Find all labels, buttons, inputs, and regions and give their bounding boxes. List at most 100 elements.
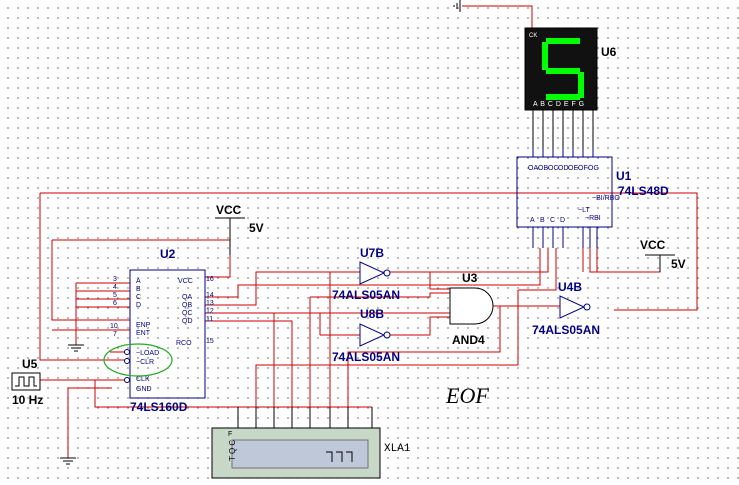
wire-rbo-loop	[40, 192, 698, 311]
ground-icon-1	[68, 344, 84, 352]
vcc1-voltage: 5V	[249, 221, 264, 235]
display-ref: U6	[601, 45, 617, 59]
highlight-ellipse	[103, 343, 173, 377]
analyzer-top-label: F	[228, 431, 232, 438]
logic-analyzer[interactable]: T Q C F XLA1	[211, 407, 411, 479]
segment-a	[546, 38, 580, 44]
wires	[39, 5, 698, 458]
wire-qd	[205, 320, 293, 407]
decoder-bottom-pin-3: D	[560, 217, 565, 224]
vcc2-label: VCC	[640, 238, 666, 252]
wire-qb	[205, 248, 549, 306]
vcc1-label: VCC	[216, 203, 242, 217]
counter-part: 74LS160D	[130, 400, 188, 414]
u4b-ref: U4B	[558, 280, 582, 294]
wire-u8b-out	[390, 316, 450, 336]
wire-display-ck	[462, 5, 533, 28]
ground-symbols	[60, 0, 461, 465]
counter-num-3: 3	[113, 276, 117, 283]
analyzer-side-labels: T Q C	[228, 440, 237, 461]
decoder-top-pin-0: OA	[528, 165, 538, 172]
wire-and-in1	[310, 292, 450, 298]
and-part: AND4	[452, 333, 485, 347]
counter-74ls160d[interactable]: U2 74LS160D A B C D ENP ENT ~LOAD ~CLR C…	[103, 247, 214, 414]
counter-pin-load: ~LOAD	[136, 350, 159, 357]
counter-pin-d: D	[136, 302, 141, 309]
wire-clk-to-analyzer	[94, 380, 372, 408]
vcc2-symbol	[645, 254, 675, 272]
decoder-bottom-pin-0: A	[530, 217, 535, 224]
decoder-top-pin-3: OD	[558, 165, 569, 172]
wire-u7b-out	[390, 271, 450, 290]
decoder-top-pin-2: OC	[548, 165, 559, 172]
decoder-ref: U1	[616, 169, 632, 183]
counter-num-7: 7	[113, 331, 117, 338]
wire-vcc1-line	[52, 239, 231, 255]
u7b-part: 74ALS05AN	[332, 288, 400, 302]
counter-pin-a: A	[136, 278, 141, 285]
counter-num-15: 15	[206, 338, 214, 345]
vcc-source-1[interactable]: VCC 5V	[215, 203, 264, 255]
counter-pin-vcc: VCC	[178, 278, 193, 285]
wire-qa	[205, 248, 541, 298]
clock-source[interactable]: U5 10 Hz	[11, 357, 43, 407]
decoder-bottom-pin-2: C	[550, 217, 555, 224]
counter-pin-b: B	[136, 286, 141, 293]
display-ck-label: CK	[529, 33, 537, 39]
analyzer-trace	[326, 451, 353, 462]
u8b-ref: U8B	[360, 307, 384, 321]
wire-vcc-counter	[205, 255, 231, 278]
decoder-part: 74LS48D	[618, 184, 669, 198]
decoder-top-pin-5: OF	[578, 165, 588, 172]
inverter-u4b[interactable]: U4B 74ALS05AN	[532, 280, 600, 337]
and-ref: U3	[462, 271, 478, 285]
ground-icon-3	[453, 0, 461, 12]
counter-num-12: 12	[206, 308, 214, 315]
counter-pin-enp: ENP	[136, 322, 151, 329]
counter-num-10: 10	[110, 323, 118, 330]
wire-qc	[205, 312, 275, 407]
wire-gnd	[67, 387, 112, 458]
decoder-top-pin-4: OE	[568, 165, 578, 172]
counter-num-4: 4	[113, 284, 117, 291]
segment-d	[546, 94, 580, 100]
counter-pin-clr: ~CLR	[136, 359, 154, 366]
counter-pin-c: C	[136, 294, 141, 301]
analyzer-ref: XLA1	[384, 443, 411, 455]
counter-pin-qc: QC	[182, 310, 193, 317]
counter-pin-gnd: GND	[136, 386, 152, 393]
counter-num-14: 14	[206, 292, 214, 299]
decoder-74ls48d[interactable]: OA OB OC OD OE OF OG ~LT ~RBI ~BI/RBO A …	[516, 148, 669, 248]
clock-wave-icon	[15, 376, 37, 387]
inverter-u8b[interactable]: U8B 74ALS05AN	[332, 307, 400, 364]
decoder-pin-stubs	[532, 148, 598, 248]
segment-g	[546, 68, 580, 74]
decoder-side-pin-2: ~BI/RBO	[592, 195, 620, 202]
counter-pin-qa: QA	[182, 294, 192, 301]
inverter-u7b[interactable]: U7B 74ALS05AN	[332, 246, 400, 302]
counter-num-6: 6	[113, 300, 117, 307]
wire-enp	[51, 240, 130, 321]
counter-num-13: 13	[206, 300, 214, 307]
counter-pin-qb: QB	[182, 302, 192, 309]
vcc1-symbol	[215, 217, 245, 255]
and-gate-u3[interactable]: U3 AND4	[449, 271, 494, 347]
seven-segment-display[interactable]: CK A B C D E F G U6	[524, 27, 617, 148]
eof-annotation: EOF	[445, 383, 489, 408]
vcc2-voltage: 5V	[671, 257, 686, 271]
counter-pin-clk: CLK	[136, 376, 150, 383]
u8b-part: 74ALS05AN	[332, 350, 400, 364]
clock-ref: U5	[22, 357, 38, 371]
segment-f	[542, 42, 548, 70]
decoder-top-pin-6: OG	[588, 165, 599, 172]
decoder-bottom-pin-1: B	[540, 217, 545, 224]
decoder-side-pin-1: ~RBI	[585, 215, 601, 222]
display-pins	[532, 110, 594, 148]
segment-c	[578, 72, 584, 98]
clock-freq: 10 Hz	[12, 393, 43, 407]
vcc-source-2[interactable]: VCC 5V	[640, 238, 686, 272]
counter-pin-ent: ENT	[136, 330, 151, 337]
display-segment-letters: A B C D E F G	[533, 101, 585, 108]
